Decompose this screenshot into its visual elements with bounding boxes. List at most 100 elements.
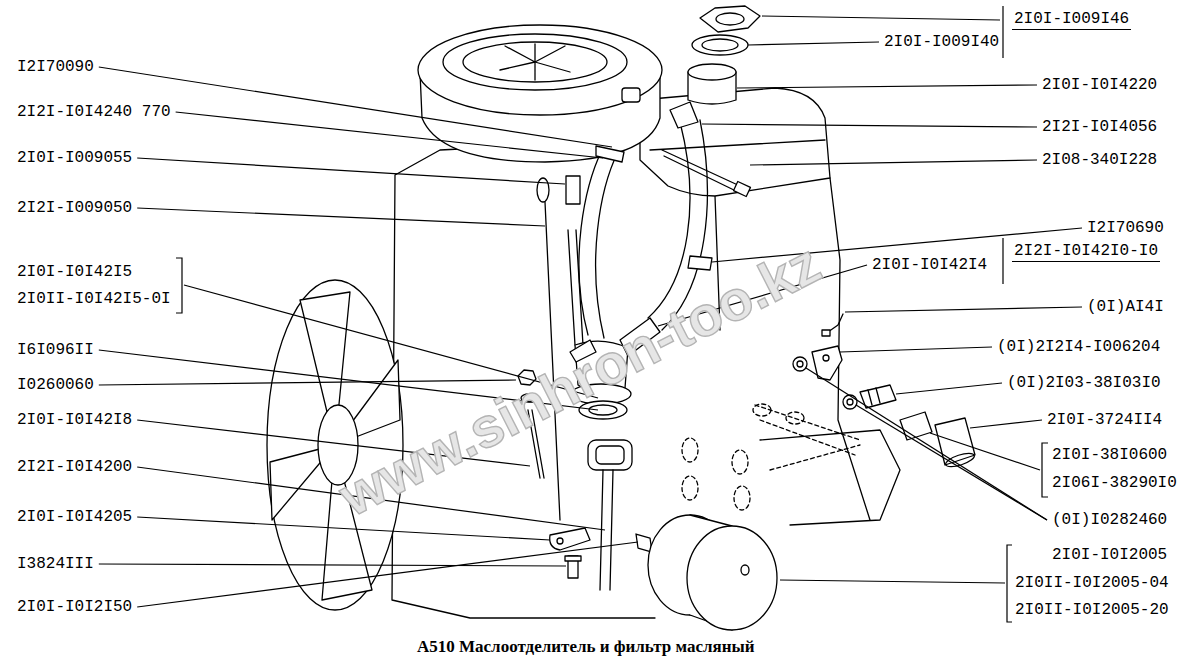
engine-illustration-part	[267, 6, 976, 630]
fasteners-part	[557, 538, 563, 544]
part-number: 2I2I-I0I4200	[15, 457, 134, 477]
part-number: 2I0I-I0I42I8	[15, 410, 134, 430]
air-filter-part	[443, 34, 627, 90]
hidden-rings-part	[682, 476, 698, 500]
leader-line	[176, 112, 603, 158]
sensors-part	[860, 385, 896, 408]
leader-line	[99, 380, 516, 385]
leader-line	[856, 405, 1047, 520]
part-number: (0I)AI4I	[1085, 297, 1166, 317]
oil-filter-part	[687, 526, 777, 630]
watermark: www.sinhron-too.kz	[329, 231, 830, 529]
part-number: 2I0II-I0I2005-20	[1013, 600, 1171, 620]
part-number: (0I)2I03-38I03I0	[1005, 373, 1163, 393]
part-number: 2I0I-38I0600	[1050, 445, 1169, 465]
part-number: 2I08-340I228	[1040, 150, 1159, 170]
sensors-part	[847, 399, 853, 405]
hidden-rings-part	[786, 412, 804, 424]
bracket	[1007, 545, 1012, 622]
hidden-rings-part	[755, 405, 860, 470]
dipstick-and-guide-part	[537, 178, 549, 202]
hidden-rings-part	[732, 450, 748, 474]
part-number: 2I0I-I0I42I4	[870, 255, 989, 275]
engine-block-part	[650, 140, 825, 150]
bracket	[1002, 6, 1003, 58]
part-number: 2I0I-I0I42I5	[15, 262, 134, 282]
part-number: 2I2I-I0I42I0-I0	[1012, 242, 1160, 262]
cable-tie-part	[662, 150, 740, 192]
hoses-part	[596, 146, 624, 162]
hidden-rings	[682, 404, 860, 510]
part-number: 2I0I-I0I4205	[15, 507, 134, 527]
leader-line	[762, 16, 1000, 20]
sensors-part	[944, 451, 976, 470]
leader-line	[137, 158, 565, 184]
part-number: 2I0I-I0I4220	[1040, 75, 1159, 95]
part-number: (0I)2I2I4-I006204	[995, 337, 1162, 357]
part-number: 2I2I-I0I4240 770	[15, 102, 173, 122]
part-number: 2I0I-I0I2I50	[15, 597, 134, 617]
part-number: I2I70090	[15, 57, 96, 77]
sensors	[793, 314, 976, 469]
leader-line	[840, 347, 992, 352]
part-number: 2I0I-I009I46	[1012, 10, 1131, 30]
hoses-part	[688, 256, 712, 270]
part-number: I3824III	[15, 554, 96, 574]
sensors-part	[900, 412, 932, 440]
leader-line	[702, 124, 1037, 127]
leader-line	[750, 160, 1037, 165]
leader-line	[99, 67, 612, 147]
air-filter-part	[622, 88, 640, 102]
leader-line	[930, 433, 1040, 470]
bracket	[1042, 443, 1048, 497]
air-filter-part	[418, 25, 662, 115]
bracket	[176, 258, 182, 313]
part-number: I6I096II	[15, 340, 96, 360]
leader-line	[845, 307, 1082, 312]
oil-separator-part	[596, 446, 624, 464]
part-number: 2I06I-38290I0	[1050, 473, 1179, 493]
sensors-part	[868, 388, 880, 405]
filler-neck-and-cap-part	[700, 6, 760, 32]
part-number: 2I0I-I009I40	[882, 32, 1001, 52]
leader-line	[137, 542, 638, 607]
oil-separator-part	[588, 440, 632, 470]
part-number: I2I70690	[1085, 218, 1166, 238]
filler-neck-and-cap-part	[688, 64, 736, 80]
sensors-part	[793, 357, 807, 371]
brackets-and-fixed-leaders-part	[176, 6, 1048, 622]
sensors-part	[822, 330, 830, 336]
leader-line	[970, 420, 1042, 428]
cable-tie	[662, 150, 750, 196]
part-number: 2I0I-I0I2005	[1050, 545, 1169, 565]
hidden-rings-part	[753, 404, 771, 416]
oil-filter-part	[741, 565, 749, 575]
cable-tie-part	[734, 182, 751, 197]
air-filter-part	[463, 42, 607, 82]
sensors-part	[823, 355, 829, 361]
leader-line	[780, 580, 1005, 583]
part-number: 2I0I-3724II4	[1045, 410, 1164, 430]
leader-line	[137, 517, 550, 540]
part-number: 2I2I-I009050	[15, 198, 134, 218]
hoses-part	[670, 102, 698, 128]
leader-line	[748, 42, 879, 45]
filler-neck-and-cap-part	[702, 39, 738, 51]
dipstick-and-guide-part	[566, 176, 580, 204]
part-number: 2I0II-I0I2005-04	[1013, 573, 1171, 593]
leader-line	[99, 564, 566, 566]
sensors-part	[828, 314, 843, 332]
filler-neck-and-cap	[688, 6, 760, 104]
leader-line	[896, 383, 1002, 394]
figure-caption: A510 Маслоотделитель и фильтр масляный	[415, 637, 757, 657]
fasteners-part	[565, 556, 581, 561]
hidden-rings-part	[682, 438, 698, 462]
dipstick-and-guide-part	[568, 230, 583, 345]
part-number: 2I2I-I0I4056	[1040, 117, 1159, 137]
hidden-rings-part	[734, 486, 750, 510]
